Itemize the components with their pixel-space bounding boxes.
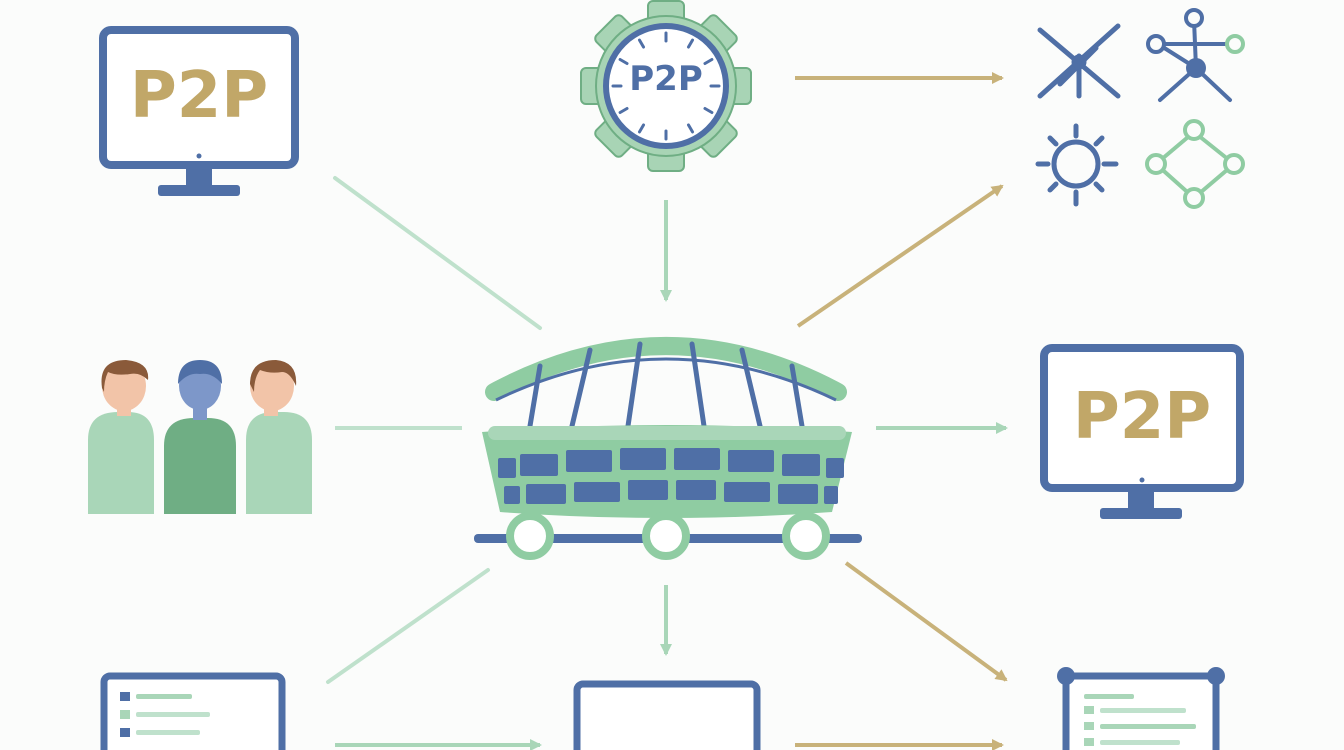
- person-middle: [164, 360, 236, 514]
- person-right: [246, 360, 312, 514]
- person-left: [88, 360, 154, 514]
- connectors: [326, 72, 1008, 750]
- laptop-screen-icon: [573, 680, 761, 750]
- molecule-node-icon: [1146, 8, 1245, 102]
- stadium-bus-hub-icon: [474, 337, 862, 560]
- network-node-icons: [1035, 8, 1245, 209]
- hub-wheels: [506, 512, 830, 560]
- hub-roof-ribs: [527, 341, 805, 429]
- gear-clock-label: P2P: [629, 59, 703, 99]
- windmill-node-icon: [1037, 23, 1121, 99]
- people-group-icon: [88, 360, 312, 514]
- gear-clock-icon: P2P: [580, 0, 752, 172]
- connector-monitor-to-hub: [333, 176, 542, 330]
- clock-ticks: [611, 31, 721, 141]
- connector-hub-to-document: [844, 561, 1008, 682]
- document-frame-icon: [1057, 667, 1225, 750]
- webpage-window-icon: [100, 672, 286, 750]
- desktop-monitor-icon: P2P: [1040, 344, 1244, 519]
- connector-hub-to-webpage: [326, 568, 490, 684]
- hub-roof-arc: [485, 337, 847, 401]
- connector-hub-to-network: [796, 184, 1004, 328]
- diamond-node-icon: [1145, 119, 1245, 209]
- monitor-top-left-label: P2P: [130, 59, 268, 133]
- sun-node-icon: [1035, 123, 1119, 207]
- monitor-right-label: P2P: [1073, 380, 1211, 454]
- desktop-monitor-icon: P2P: [99, 26, 299, 196]
- hub-windows: [498, 448, 844, 504]
